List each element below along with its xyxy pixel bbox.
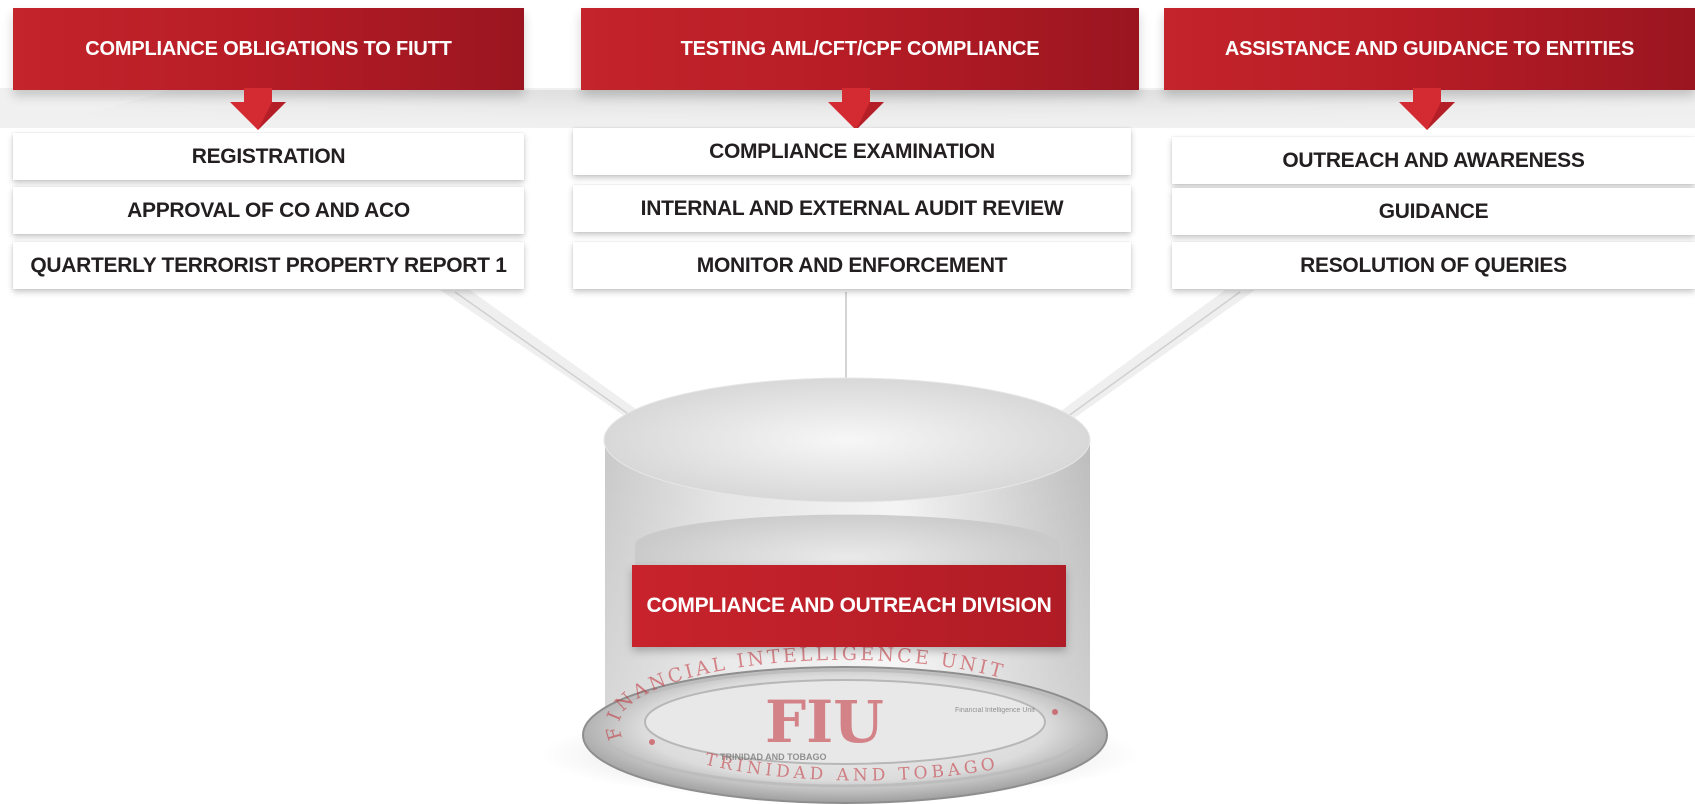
list-item-guidance: GUIDANCE [1172, 188, 1695, 235]
division-label: COMPLIANCE AND OUTREACH DIVISION [632, 565, 1066, 647]
list-item-monitor-enforcement: MONITOR AND ENFORCEMENT [573, 242, 1131, 289]
seal-side-text: Financial Intelligence Unit [955, 707, 1035, 714]
seal-initials: FIU [765, 688, 884, 756]
column-header-assistance-guidance: ASSISTANCE AND GUIDANCE TO ENTITIES [1164, 8, 1695, 90]
arrow-down-icon [828, 88, 884, 130]
list-item-registration: REGISTRATION [13, 133, 524, 180]
list-item-audit-review: INTERNAL AND EXTERNAL AUDIT REVIEW [573, 185, 1131, 232]
list-item-approval-co-aco: APPROVAL OF CO AND ACO [13, 187, 524, 234]
arrow-down-icon [230, 88, 286, 130]
column-header-compliance-obligations: COMPLIANCE OBLIGATIONS TO FIUTT [13, 8, 524, 90]
list-item-compliance-examination: COMPLIANCE EXAMINATION [573, 128, 1131, 175]
list-item-quarterly-report: QUARTERLY TERRORIST PROPERTY REPORT 1 [13, 242, 524, 289]
list-item-resolution-queries: RESOLUTION OF QUERIES [1172, 242, 1695, 289]
seal-inner-text: TRINIDAD AND TOBAGO [720, 752, 827, 762]
list-item-outreach-awareness: OUTREACH AND AWARENESS [1172, 137, 1695, 184]
column-header-testing-compliance: TESTING AML/CFT/CPF COMPLIANCE [581, 8, 1139, 90]
arrow-down-icon [1399, 88, 1455, 130]
